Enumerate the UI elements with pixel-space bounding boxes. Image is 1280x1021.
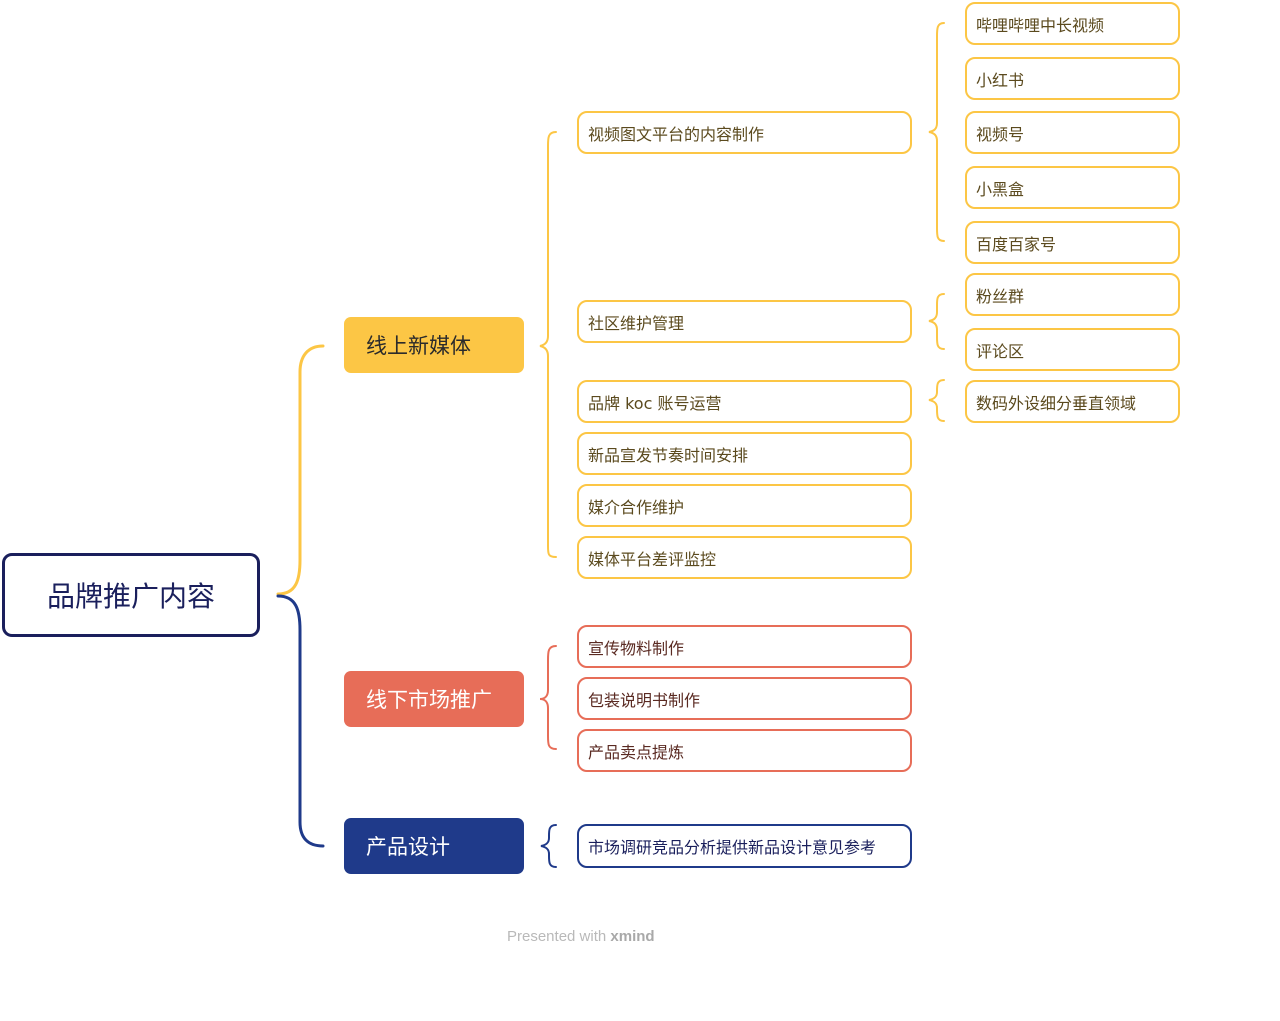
topic-community[interactable]: 社区维护管理 [577, 300, 912, 343]
branch-product-design[interactable]: 产品设计 [344, 818, 524, 874]
subtopic-label: 小黑盒 [976, 179, 1025, 199]
connector-offline-children [539, 645, 557, 750]
branch-offline-marketing[interactable]: 线下市场推广 [344, 671, 524, 727]
subtopic-label: 百度百家号 [976, 234, 1057, 254]
topic-label: 宣传物料制作 [588, 638, 685, 658]
topic-packaging-manual[interactable]: 包装说明书制作 [577, 677, 912, 720]
root-label: 品牌推广内容 [46, 580, 215, 613]
topic-media-partners[interactable]: 媒介合作维护 [577, 484, 912, 527]
topic-label: 产品卖点提炼 [588, 742, 685, 762]
subtopic-channels[interactable]: 视频号 [965, 111, 1180, 154]
topic-label: 品牌 koc 账号运营 [588, 393, 722, 413]
subtopic-label: 评论区 [976, 341, 1025, 361]
connector-video-children [928, 22, 945, 242]
xmind-logo: xmind [610, 928, 655, 945]
connector-design-children [540, 824, 557, 868]
subtopic-label: 视频号 [976, 124, 1025, 144]
subtopic-peripheral-niche[interactable]: 数码外设细分垂直领域 [965, 380, 1180, 423]
subtopic-label: 小红书 [976, 70, 1025, 90]
subtopic-label: 粉丝群 [976, 286, 1025, 306]
connector-online-children [539, 131, 557, 558]
subtopic-label: 哔哩哔哩中长视频 [976, 15, 1105, 35]
subtopic-comments[interactable]: 评论区 [965, 328, 1180, 371]
subtopic-bilibili[interactable]: 哔哩哔哩中长视频 [965, 2, 1180, 45]
topic-label: 媒介合作维护 [588, 497, 685, 517]
presented-with-footer: Presented with xmind [507, 928, 655, 945]
subtopic-label: 数码外设细分垂直领域 [976, 393, 1137, 413]
topic-label: 包装说明书制作 [588, 690, 701, 710]
connector-root-design [276, 594, 325, 848]
footer-prefix: Presented with [507, 928, 611, 945]
topic-koc[interactable]: 品牌 koc 账号运营 [577, 380, 912, 423]
subtopic-fan-group[interactable]: 粉丝群 [965, 273, 1180, 316]
branch-label: 线上新媒体 [366, 334, 471, 358]
topic-label: 社区维护管理 [588, 313, 685, 333]
topic-label: 视频图文平台的内容制作 [588, 124, 765, 144]
topic-market-research[interactable]: 市场调研竞品分析提供新品设计意见参考 [577, 824, 912, 868]
branch-label: 线下市场推广 [366, 688, 492, 712]
root-node[interactable]: 品牌推广内容 [2, 553, 260, 637]
connector-koc-children [928, 379, 945, 422]
topic-label: 市场调研竞品分析提供新品设计意见参考 [588, 838, 877, 857]
subtopic-xiaohongshu[interactable]: 小红书 [965, 57, 1180, 100]
topic-release-schedule[interactable]: 新品宣发节奏时间安排 [577, 432, 912, 475]
branch-label: 产品设计 [366, 835, 450, 859]
subtopic-xiaoheihe[interactable]: 小黑盒 [965, 166, 1180, 209]
topic-video-content[interactable]: 视频图文平台的内容制作 [577, 111, 912, 154]
connector-community-children [928, 293, 945, 350]
subtopic-baijiahao[interactable]: 百度百家号 [965, 221, 1180, 264]
connector-root-online [276, 344, 325, 596]
topic-label: 新品宣发节奏时间安排 [588, 445, 749, 465]
topic-promo-materials[interactable]: 宣传物料制作 [577, 625, 912, 668]
topic-negative-review-monitor[interactable]: 媒体平台差评监控 [577, 536, 912, 579]
branch-online-media[interactable]: 线上新媒体 [344, 317, 524, 373]
topic-selling-points[interactable]: 产品卖点提炼 [577, 729, 912, 772]
topic-label: 媒体平台差评监控 [588, 549, 717, 569]
